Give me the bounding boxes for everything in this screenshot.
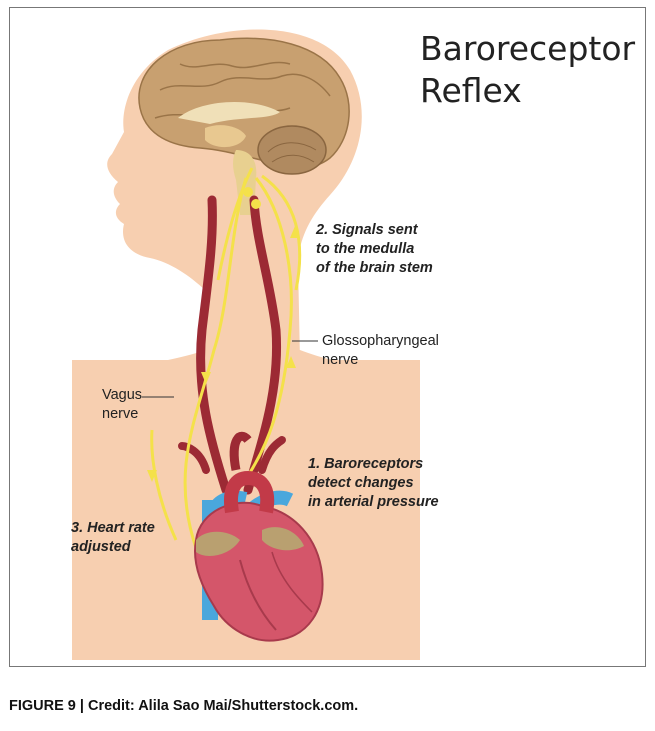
vagus-line-1: Vagus xyxy=(102,386,142,405)
step2-line-2: to the medulla xyxy=(316,240,433,259)
glosso-line-2: nerve xyxy=(322,351,439,370)
step3-line-1: 3. Heart rate xyxy=(71,519,155,538)
diagram-title: Baroreceptor Reflex xyxy=(420,28,635,112)
step1-label: 1. Baroreceptors detect changes in arter… xyxy=(308,455,439,512)
step3-label: 3. Heart rate adjusted xyxy=(71,519,155,557)
step1-line-3: in arterial pressure xyxy=(308,493,439,512)
vagus-label: Vagus nerve xyxy=(102,386,142,424)
step1-line-1: 1. Baroreceptors xyxy=(308,455,439,474)
vagus-line-2: nerve xyxy=(102,405,142,424)
step1-line-2: detect changes xyxy=(308,474,439,493)
step2-line-1: 2. Signals sent xyxy=(316,221,433,240)
figure-caption: FIGURE 9 | Credit: Alila Sao Mai/Shutter… xyxy=(9,698,358,714)
glosso-line-1: Glossopharyngeal xyxy=(322,332,439,351)
title-line-1: Baroreceptor xyxy=(420,28,635,70)
glossopharyngeal-label: Glossopharyngeal nerve xyxy=(322,332,439,370)
step2-line-3: of the brain stem xyxy=(316,259,433,278)
step2-label: 2. Signals sent to the medulla of the br… xyxy=(316,221,433,278)
step3-line-2: adjusted xyxy=(71,538,155,557)
title-line-2: Reflex xyxy=(420,70,635,112)
